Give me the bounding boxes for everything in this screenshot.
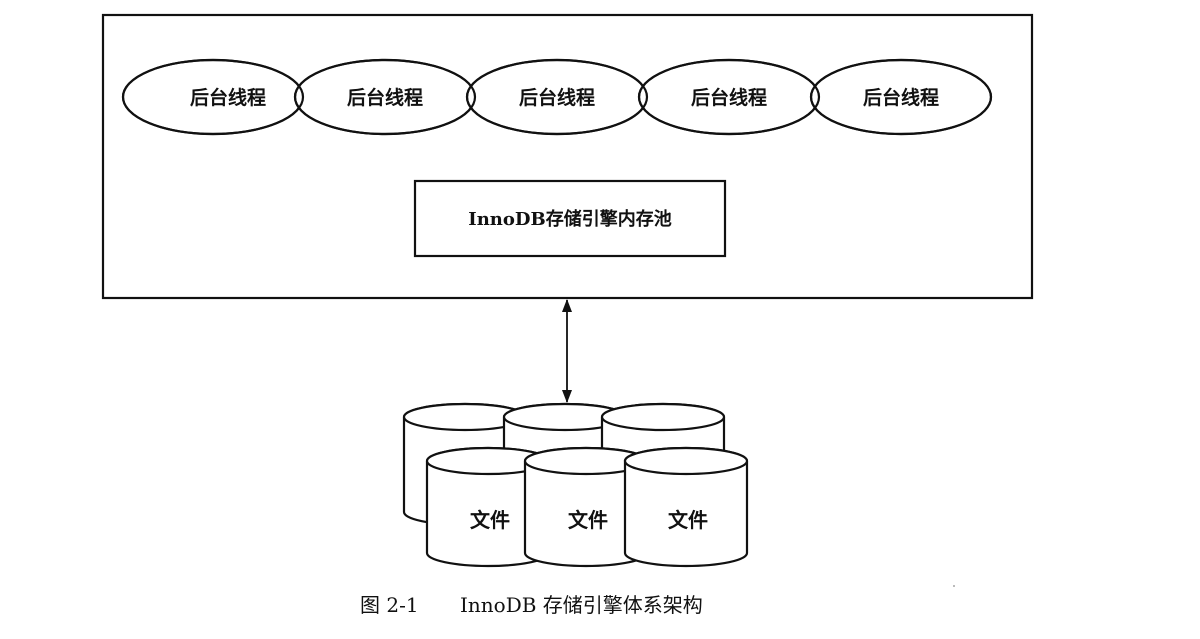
- file-cylinder-front: 文件: [623, 446, 749, 568]
- file-label: 文件: [568, 508, 608, 532]
- file-cylinder-front: 文件: [425, 446, 551, 568]
- memory-pool-label: InnoDB存储引擎内存池: [468, 208, 671, 230]
- engine-container-box: [101, 13, 1034, 300]
- figure-caption: 图 2-1 InnoDB 存储引擎体系架构: [360, 593, 703, 617]
- background-threads-group: 后台线程 后台线程 后台线程 后台线程 后台线程: [121, 58, 993, 136]
- cylinder-top: [600, 402, 726, 432]
- arrow-head-up-icon: [562, 299, 572, 312]
- thread-label: 后台线程: [863, 86, 939, 109]
- caption-number: 图 2-1: [360, 593, 419, 617]
- arrow-head-down-icon: [562, 390, 572, 403]
- data-files-group: 文件 文件 文件: [402, 402, 749, 568]
- memory-pool-box: [413, 179, 727, 258]
- thread-ellipse-outline: [465, 58, 649, 136]
- thread-label: 后台线程: [347, 86, 423, 109]
- caption-title: InnoDB 存储引擎体系架构: [460, 593, 703, 617]
- file-label: 文件: [470, 508, 510, 532]
- file-cylinder-front: 文件: [523, 446, 649, 568]
- file-label: 文件: [668, 508, 708, 532]
- thread-ellipse-outline: [809, 58, 993, 136]
- thread-ellipse-outline: [293, 58, 477, 136]
- thread-label: 后台线程: [519, 86, 595, 109]
- thread-label: 后台线程: [691, 86, 767, 109]
- cylinder-top: [623, 446, 749, 476]
- thread-label: 后台线程: [190, 86, 266, 109]
- thread-ellipse-outline: [121, 58, 305, 136]
- thread-ellipse-outline: [637, 58, 821, 136]
- scan-speck: [953, 585, 955, 587]
- memory-pool: InnoDB存储引擎内存池: [413, 179, 727, 258]
